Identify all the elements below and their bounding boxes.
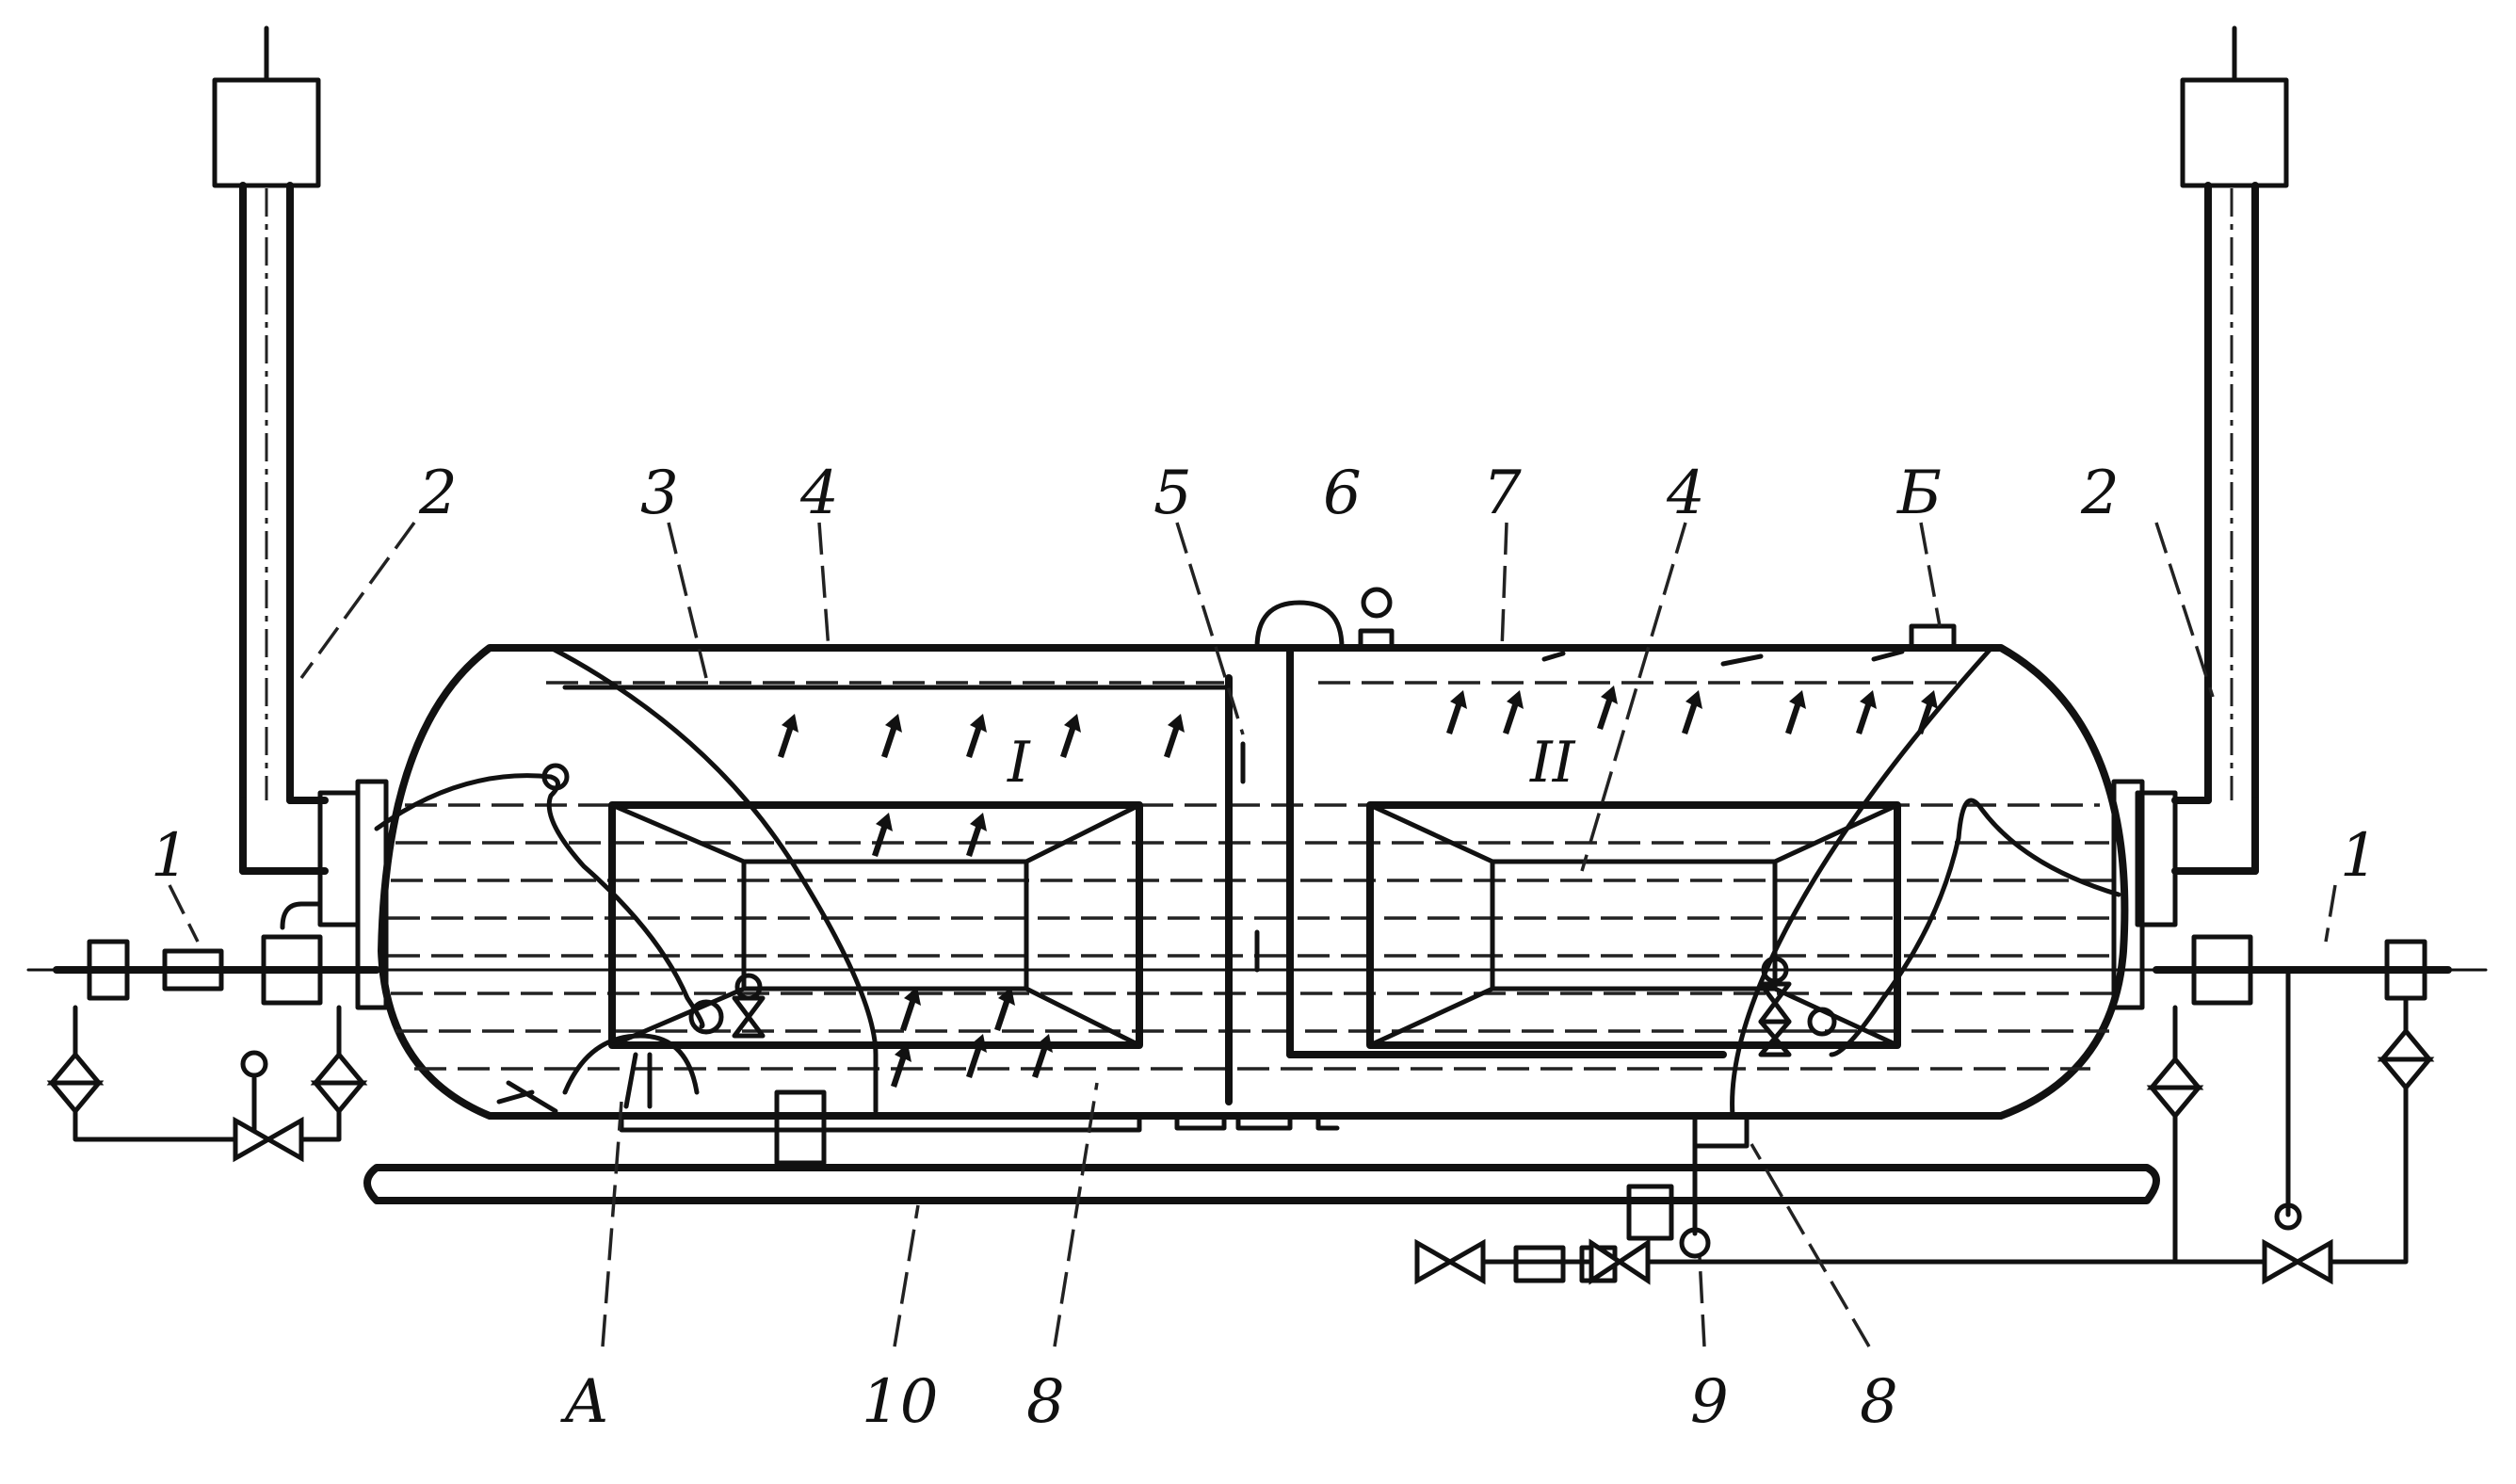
- collector: [619, 1089, 1750, 1166]
- label-10: 10: [862, 1367, 938, 1437]
- electrode-right: [1366, 801, 1901, 1049]
- left-riser: [212, 25, 329, 875]
- leader-lines: [168, 521, 2337, 1347]
- label-6: 6: [1323, 459, 1362, 528]
- right-piping: [2111, 779, 2452, 1265]
- labels: 1 2 3 4 5 6 7 4 Б 2 1 A 10 8 9 8 I II: [151, 459, 2379, 1437]
- partitions: [562, 644, 1727, 1105]
- inner-valves: [732, 956, 1792, 1057]
- label-4-right: 4: [1666, 459, 1705, 528]
- vessel-shell: [378, 587, 2129, 1120]
- header-pipe-10: [363, 1164, 2160, 1204]
- zone-label-2: II: [1529, 730, 1576, 796]
- label-1-right: 1: [2340, 821, 2379, 891]
- drain-line-9: [1438, 1143, 2178, 1283]
- wires: [374, 645, 2121, 1119]
- label-9: 9: [1690, 1367, 1729, 1437]
- distributor-a: [496, 1033, 700, 1114]
- label-a: A: [560, 1367, 608, 1437]
- label-8-right: 8: [1860, 1367, 1898, 1437]
- label-b: Б: [1896, 459, 1942, 528]
- valve-symbols: [46, 1027, 2435, 1285]
- label-3: 3: [640, 459, 679, 528]
- right-riser: [2171, 25, 2289, 875]
- label-1-left: 1: [151, 821, 189, 891]
- label-2-right: 2: [2080, 459, 2120, 528]
- label-4-left: 4: [799, 459, 839, 528]
- liquid-levels: [388, 681, 2119, 1071]
- label-7: 7: [1483, 459, 1522, 528]
- zone-label-1: I: [1007, 730, 1031, 796]
- label-8-left: 8: [1026, 1367, 1065, 1437]
- label-2-left: 2: [418, 459, 458, 528]
- label-5: 5: [1153, 459, 1192, 528]
- flow-arrows: [778, 649, 1938, 1088]
